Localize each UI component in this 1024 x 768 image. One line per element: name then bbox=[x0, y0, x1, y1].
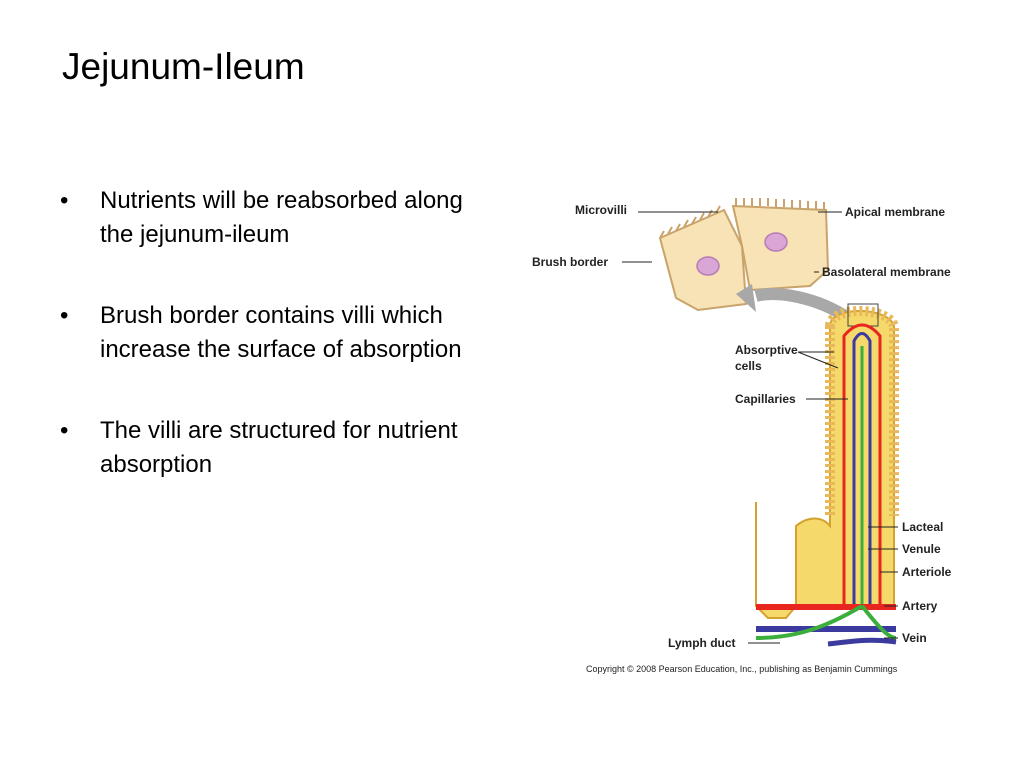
bullet-item: • The villi are structured for nutrient … bbox=[58, 414, 488, 482]
bullet-symbol: • bbox=[60, 417, 69, 444]
zoom-arrow bbox=[754, 288, 852, 324]
label-vein: Vein bbox=[902, 631, 927, 645]
leader-lines bbox=[622, 211, 898, 644]
nucleus bbox=[764, 232, 788, 252]
copyright-notice: Copyright © 2008 Pearson Education, Inc.… bbox=[586, 664, 898, 674]
label-capillaries: Capillaries bbox=[735, 392, 796, 406]
bullet-item: • Brush border contains villi which incr… bbox=[58, 299, 488, 367]
slide-title: Jejunum-Ileum bbox=[62, 46, 305, 87]
arrow-head bbox=[736, 284, 756, 312]
label-absorptive-cells-line1: Absorptive bbox=[735, 343, 798, 357]
label-absorptive-cells-line2: cells bbox=[735, 359, 762, 373]
villus-structure bbox=[755, 303, 899, 647]
epithelial-cells bbox=[658, 198, 830, 312]
bullet-text: Nutrients will be reabsorbed along the j… bbox=[100, 187, 463, 248]
label-arteriole: Arteriole bbox=[902, 565, 952, 579]
nucleus bbox=[696, 256, 720, 276]
villus-illustration: Microvilli Apical membrane Brush border … bbox=[532, 198, 952, 674]
label-artery: Artery bbox=[902, 599, 938, 613]
label-venule: Venule bbox=[902, 542, 941, 556]
bullet-list: • Nutrients will be reabsorbed along the… bbox=[58, 184, 488, 529]
label-lymph-duct: Lymph duct bbox=[668, 636, 736, 650]
label-basolateral-membrane: Basolateral membrane bbox=[822, 265, 951, 279]
bullet-text: The villi are structured for nutrient ab… bbox=[100, 417, 458, 478]
label-brush-border: Brush border bbox=[532, 255, 608, 269]
label-microvilli: Microvilli bbox=[575, 203, 627, 217]
bullet-item: • Nutrients will be reabsorbed along the… bbox=[58, 184, 488, 252]
label-lacteal: Lacteal bbox=[902, 520, 943, 534]
bullet-text: Brush border contains villi which increa… bbox=[100, 302, 462, 363]
bullet-symbol: • bbox=[60, 302, 69, 329]
bullet-symbol: • bbox=[60, 187, 69, 214]
villus-diagram: Microvilli Apical membrane Brush border … bbox=[528, 186, 978, 678]
label-apical-membrane: Apical membrane bbox=[845, 205, 945, 219]
